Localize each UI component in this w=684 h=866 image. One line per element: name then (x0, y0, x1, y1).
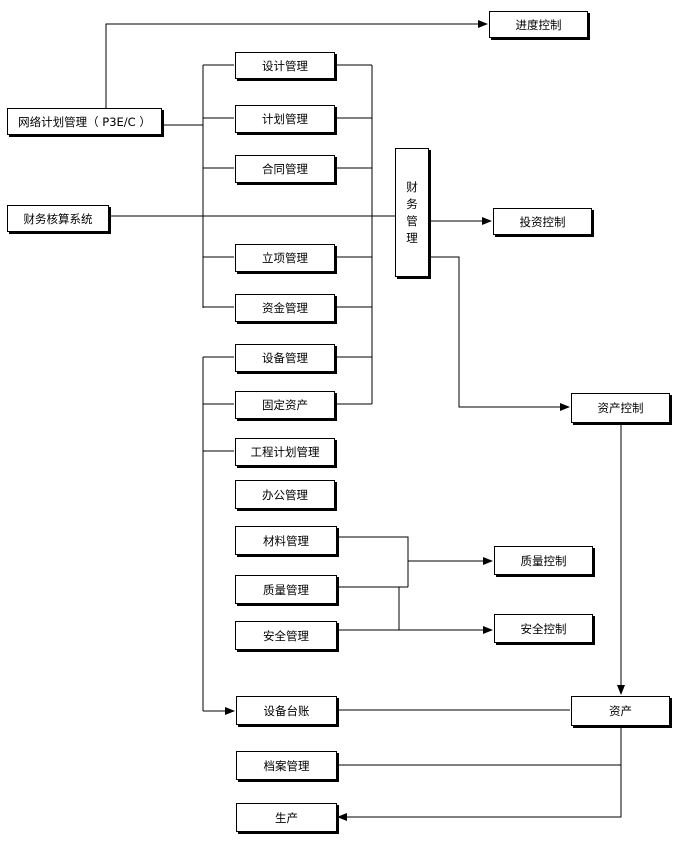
connector-finance-to-asset-control (429, 256, 570, 411)
node-finance-accounting: 财务核算系统 (7, 205, 109, 232)
finance-mgmt-char-4: 理 (406, 230, 418, 245)
node-office-mgmt: 办公管理 (235, 480, 335, 509)
node-project-approval: 立项管理 (235, 244, 335, 272)
node-quality-control: 质量控制 (494, 546, 593, 575)
connector-network-to-progress (105, 20, 488, 108)
node-material-mgmt: 材料管理 (235, 526, 337, 555)
connector-archive-to-assets (337, 726, 622, 766)
node-finance-mgmt: 财 务 管 理 (395, 148, 429, 277)
connector-assets-to-production (337, 726, 622, 821)
connector-material (337, 536, 409, 587)
node-production: 生产 (236, 803, 337, 832)
node-design-mgmt: 设计管理 (235, 52, 335, 79)
node-contract-mgmt: 合同管理 (235, 155, 335, 183)
node-equipment-ledger: 设备台账 (236, 696, 337, 725)
node-engineering-plan: 工程计划管理 (235, 438, 335, 466)
finance-mgmt-char-2: 务 (406, 196, 418, 211)
finance-mgmt-char-1: 财 (406, 179, 418, 194)
node-investment-control: 投资控制 (493, 208, 592, 235)
node-quality-mgmt: 质量管理 (235, 575, 337, 604)
node-fund-mgmt: 资金管理 (235, 294, 335, 322)
finance-mgmt-char-3: 管 (406, 213, 418, 228)
node-progress-control: 进度控制 (489, 11, 588, 38)
node-asset-control: 资产控制 (571, 393, 670, 423)
node-safety-mgmt: 安全管理 (235, 621, 337, 650)
node-network-plan: 网络计划管理（ P3E/C ） (7, 108, 162, 135)
node-plan-mgmt: 计划管理 (235, 105, 335, 133)
node-archive-mgmt: 档案管理 (236, 751, 337, 780)
node-fixed-assets: 固定资产 (235, 391, 335, 419)
node-assets: 资产 (571, 696, 670, 726)
node-safety-control: 安全控制 (494, 614, 593, 643)
node-equipment-mgmt: 设备管理 (235, 344, 335, 372)
